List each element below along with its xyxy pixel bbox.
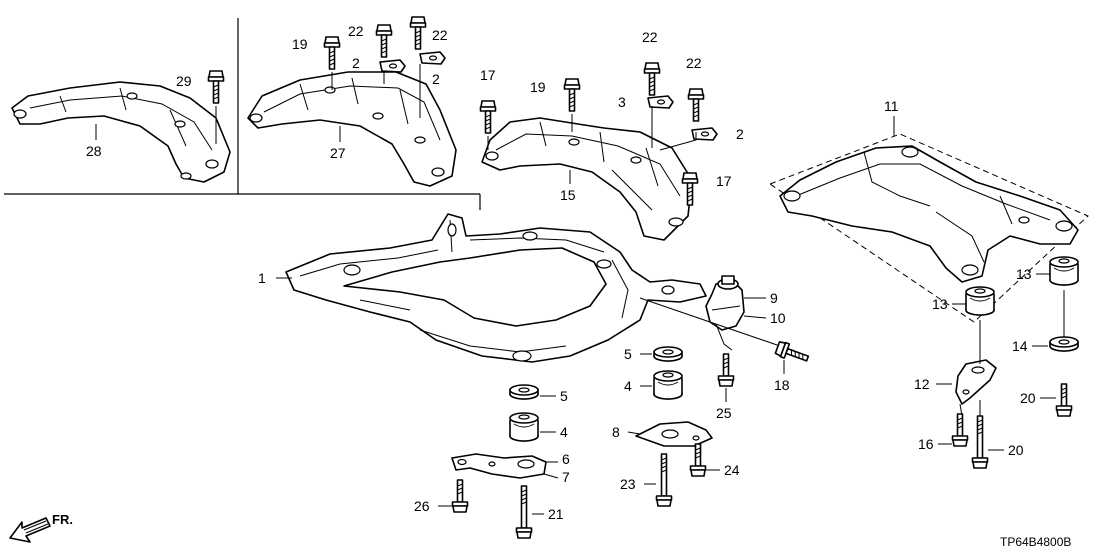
- callout-11: 11: [884, 98, 899, 114]
- bushing-4-right: [653, 370, 683, 400]
- stopper-5-right: [653, 346, 683, 362]
- bolt-19: [563, 78, 581, 112]
- callout-3: 3: [618, 94, 626, 110]
- assembly-11-frame: [768, 133, 1089, 323]
- bolt-22-right: [687, 88, 705, 122]
- bolt-18: [774, 339, 811, 367]
- callout-18: 18: [774, 377, 790, 393]
- bolt-20-right: [1055, 383, 1073, 417]
- part-28-subframe: [11, 81, 231, 183]
- callout-8: 8: [612, 424, 620, 440]
- front-direction-arrow-icon: [9, 517, 51, 543]
- bolt-21: [515, 485, 533, 539]
- part-15-crossmember: [481, 117, 693, 241]
- callout-14: 14: [1012, 338, 1028, 354]
- callout-9: 9: [770, 290, 778, 306]
- callout-2-inset-a: 2: [352, 55, 360, 71]
- plate-6-7: [451, 453, 547, 479]
- bolt-23: [655, 453, 673, 507]
- callout-22-inset-a: 22: [348, 23, 364, 39]
- bushing-4-left: [509, 412, 539, 442]
- diagram-code: TP64B4800B: [1000, 535, 1071, 549]
- callout-2: 2: [736, 126, 744, 142]
- stopper-5-left: [509, 384, 539, 400]
- callout-12: 12: [914, 376, 930, 392]
- part-1-front-subframe: [285, 213, 707, 363]
- bracket-9-10: [705, 275, 745, 351]
- bolt-22-inset-b: [409, 16, 427, 50]
- callout-21: 21: [548, 506, 564, 522]
- callout-16: 16: [918, 436, 934, 452]
- callout-1: 1: [258, 270, 266, 286]
- callout-19: 19: [530, 79, 546, 95]
- bolt-17-left: [479, 100, 497, 134]
- callout-20-lower: 20: [1008, 442, 1024, 458]
- callout-28: 28: [86, 143, 102, 159]
- callout-13-lower: 13: [932, 296, 948, 312]
- bushing-13-lower: [965, 286, 995, 316]
- bolt-25: [717, 353, 735, 387]
- callout-4-left: 4: [560, 424, 568, 440]
- bolt-22-upper: [643, 62, 661, 96]
- bracket-2-inset-a: [379, 59, 406, 73]
- bolt-29: [207, 70, 225, 104]
- bolt-24: [689, 443, 707, 477]
- callout-15: 15: [560, 187, 576, 203]
- bolt-26: [451, 479, 469, 513]
- callout-4-right: 4: [624, 378, 632, 394]
- callout-23: 23: [620, 476, 636, 492]
- callout-17-right: 17: [716, 173, 732, 189]
- callout-25: 25: [716, 405, 732, 421]
- callout-2-inset-b: 2: [432, 71, 440, 87]
- callout-24: 24: [724, 462, 740, 478]
- callout-17-left: 17: [480, 67, 496, 83]
- plate-12: [955, 359, 997, 417]
- callout-13-upper: 13: [1016, 266, 1032, 282]
- stopper-14: [1049, 336, 1079, 352]
- plate-8: [635, 421, 713, 447]
- callout-22-right: 22: [686, 55, 702, 71]
- bolt-22-inset-a: [375, 24, 393, 58]
- callout-5-right: 5: [624, 346, 632, 362]
- part-27-subframe: [247, 71, 457, 187]
- callout-19-inset: 19: [292, 36, 308, 52]
- callout-10: 10: [770, 310, 786, 326]
- bolt-19-inset: [323, 36, 341, 70]
- callout-22-upper: 22: [642, 29, 658, 45]
- direction-label: FR.: [52, 512, 73, 527]
- callout-6: 6: [562, 451, 570, 467]
- bolt-20-lower: [971, 415, 989, 469]
- callout-26: 26: [414, 498, 430, 514]
- bracket-2-inset-b: [419, 51, 446, 65]
- callout-20-right: 20: [1020, 390, 1036, 406]
- callout-22-inset-b: 22: [432, 27, 448, 43]
- callout-29: 29: [176, 73, 192, 89]
- bushing-13-upper: [1049, 256, 1079, 286]
- bolt-16: [951, 413, 969, 447]
- callout-27: 27: [330, 145, 346, 161]
- part-11-subframe-assembly: [779, 145, 1079, 283]
- callout-5-left: 5: [560, 388, 568, 404]
- callout-7: 7: [562, 469, 570, 485]
